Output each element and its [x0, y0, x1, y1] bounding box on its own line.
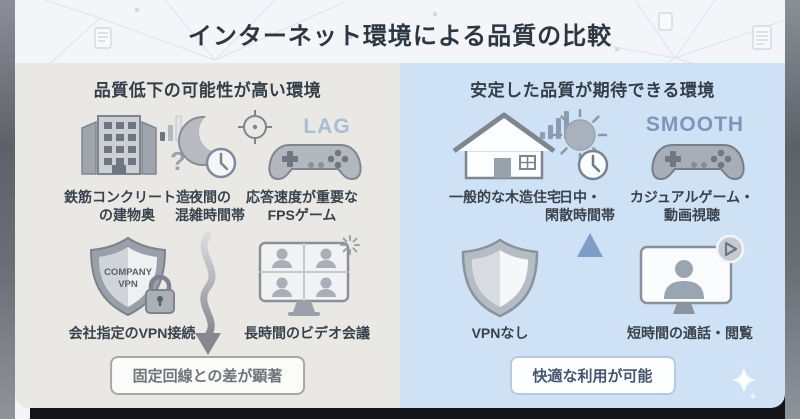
smooth-badge: SMOOTH	[646, 113, 744, 136]
video-conference-icon	[258, 235, 360, 316]
right-frame-bar	[785, 0, 800, 419]
moon-clock-icon	[178, 111, 241, 179]
item-casual-game: SMOOTH カジュアルゲーム・動画視聴	[612, 107, 772, 224]
play-badge-icon	[715, 235, 744, 264]
item-no-vpn: VPNなし	[420, 235, 580, 342]
sun-clock-icon	[552, 109, 609, 181]
left-conclusion-box: 固定回線との差が顕著	[109, 356, 306, 395]
shield-text-vpn: VPN	[118, 279, 138, 290]
item-night-congestion: 夜間の混雑時間帯	[170, 107, 250, 224]
straight-up-arrow-icon	[572, 231, 608, 357]
document-icon	[94, 12, 772, 50]
panel-low-quality: 品質低下の可能性が高い環境	[15, 63, 400, 408]
slide-content: インターネット環境による品質の比較 品質低下の可能性が高い環境	[15, 0, 800, 419]
sparkle-icon	[731, 366, 757, 398]
shield-icon	[461, 238, 539, 318]
item-label: カジュアルゲーム・動画視聴	[629, 189, 755, 224]
crosshair-icon	[238, 110, 272, 144]
item-label: 短時間の通話・閲覧	[627, 325, 753, 341]
item-label: VPNなし	[471, 325, 529, 341]
item-label: 長時間のビデオ会議	[244, 325, 370, 341]
item-company-vpn: COMPANY VPN 会社指定のVPN接続	[52, 235, 212, 342]
fps-controller-icon: LAG	[238, 110, 362, 181]
shield-text-company: COMPANY	[104, 267, 153, 278]
item-daytime: 日中・閑散時間帯	[540, 107, 620, 224]
building-icon: ?	[81, 115, 186, 176]
item-label: 会社指定のVPN接続	[68, 325, 196, 341]
smooth-controller-icon: SMOOTH	[646, 113, 745, 181]
video-call-icon	[639, 235, 744, 314]
left-frame-bar	[0, 0, 15, 419]
padlock-icon	[144, 274, 175, 314]
panel-stable-quality: 安定した品質が期待できる環境	[400, 63, 785, 408]
weak-signal-icon	[160, 115, 182, 142]
item-label: 鉄筋コンクリート造の建物奥	[64, 189, 190, 224]
left-panel-heading: 品質低下の可能性が高い環境	[93, 81, 322, 100]
item-label: 一般的な木造住宅	[449, 189, 561, 205]
person-head	[674, 260, 693, 278]
company-vpn-shield-icon: COMPANY VPN	[89, 236, 175, 317]
item-label: 夜間の混雑時間帯	[175, 189, 245, 224]
item-concrete-building: ? 鉄筋コンクリート造の建物奥	[47, 107, 207, 224]
right-panel-heading: 安定した品質が期待できる環境	[470, 81, 715, 100]
participants	[271, 248, 336, 297]
page-title: インターネット環境による品質の比較	[187, 23, 613, 50]
loading-spinner-icon	[339, 235, 360, 255]
item-label: 日中・閑散時間帯	[545, 189, 615, 224]
right-conclusion-box: 快適な利用が可能	[509, 356, 676, 395]
item-short-call: 短時間の通話・閲覧	[605, 235, 775, 342]
item-video-conference: 長時間のビデオ会議	[227, 235, 387, 342]
person-body	[663, 281, 704, 299]
wavy-down-arrow-icon	[190, 231, 226, 357]
lag-badge: LAG	[303, 115, 350, 138]
